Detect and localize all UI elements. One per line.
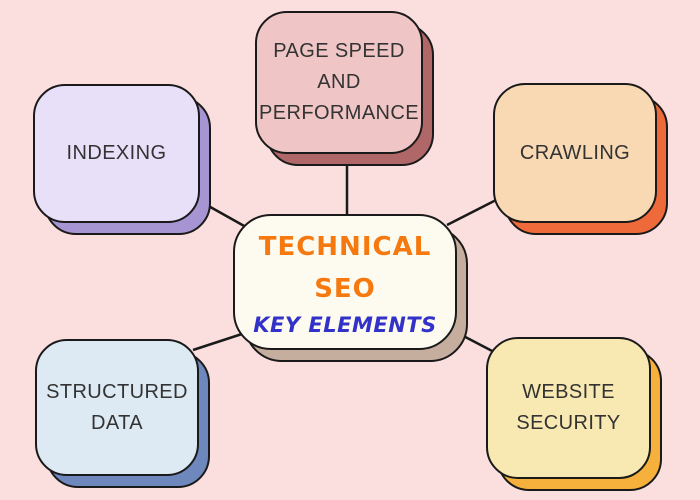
node-crawling-label: CRAWLING	[520, 138, 630, 169]
node-structured-data-label: STRUCTURED DATA	[46, 377, 188, 439]
label-line: CRAWLING	[519, 141, 631, 164]
label-line: STRUCTURED	[46, 380, 188, 403]
node-center-face: TECHNICAL SEO KEY ELEMENTS	[233, 214, 457, 350]
node-crawling: CRAWLING	[493, 83, 668, 235]
label-line: INDEXING	[66, 142, 167, 164]
node-indexing-label: INDEXING	[67, 138, 167, 169]
center-subtitle: KEY ELEMENTS	[253, 313, 437, 337]
node-page-speed-face: PAGE SPEED AND PERFORMANCE	[255, 11, 423, 154]
node-structured-data: STRUCTURED DATA	[35, 339, 210, 488]
node-website-security-face: WEBSITE SECURITY	[486, 337, 651, 479]
node-website-security-label: WEBSITE SECURITY	[516, 377, 620, 439]
node-page-speed-label: PAGE SPEED AND PERFORMANCE	[259, 36, 419, 129]
node-center-technical-seo: TECHNICAL SEO KEY ELEMENTS	[233, 214, 468, 362]
node-indexing: INDEXING	[33, 84, 211, 235]
node-page-speed: PAGE SPEED AND PERFORMANCE	[255, 11, 434, 166]
node-structured-data-face: STRUCTURED DATA	[35, 339, 199, 476]
label-line: PAGE SPEED	[273, 40, 405, 62]
label-line: AND	[317, 71, 361, 93]
label-line: DATA	[91, 411, 143, 434]
connector-crawling	[446, 196, 501, 227]
center-title-line1: TECHNICAL	[258, 232, 432, 262]
node-crawling-face: CRAWLING	[493, 83, 657, 223]
center-title-line2: SEO	[314, 274, 376, 304]
node-indexing-face: INDEXING	[33, 84, 200, 223]
node-website-security: WEBSITE SECURITY	[486, 337, 662, 491]
label-line: PERFORMANCE	[259, 102, 419, 124]
connector-structured-data	[192, 331, 246, 352]
center-text-block: TECHNICAL SEO KEY ELEMENTS	[253, 224, 436, 340]
label-line: SECURITY	[516, 412, 621, 434]
label-line: WEBSITE	[522, 381, 615, 403]
